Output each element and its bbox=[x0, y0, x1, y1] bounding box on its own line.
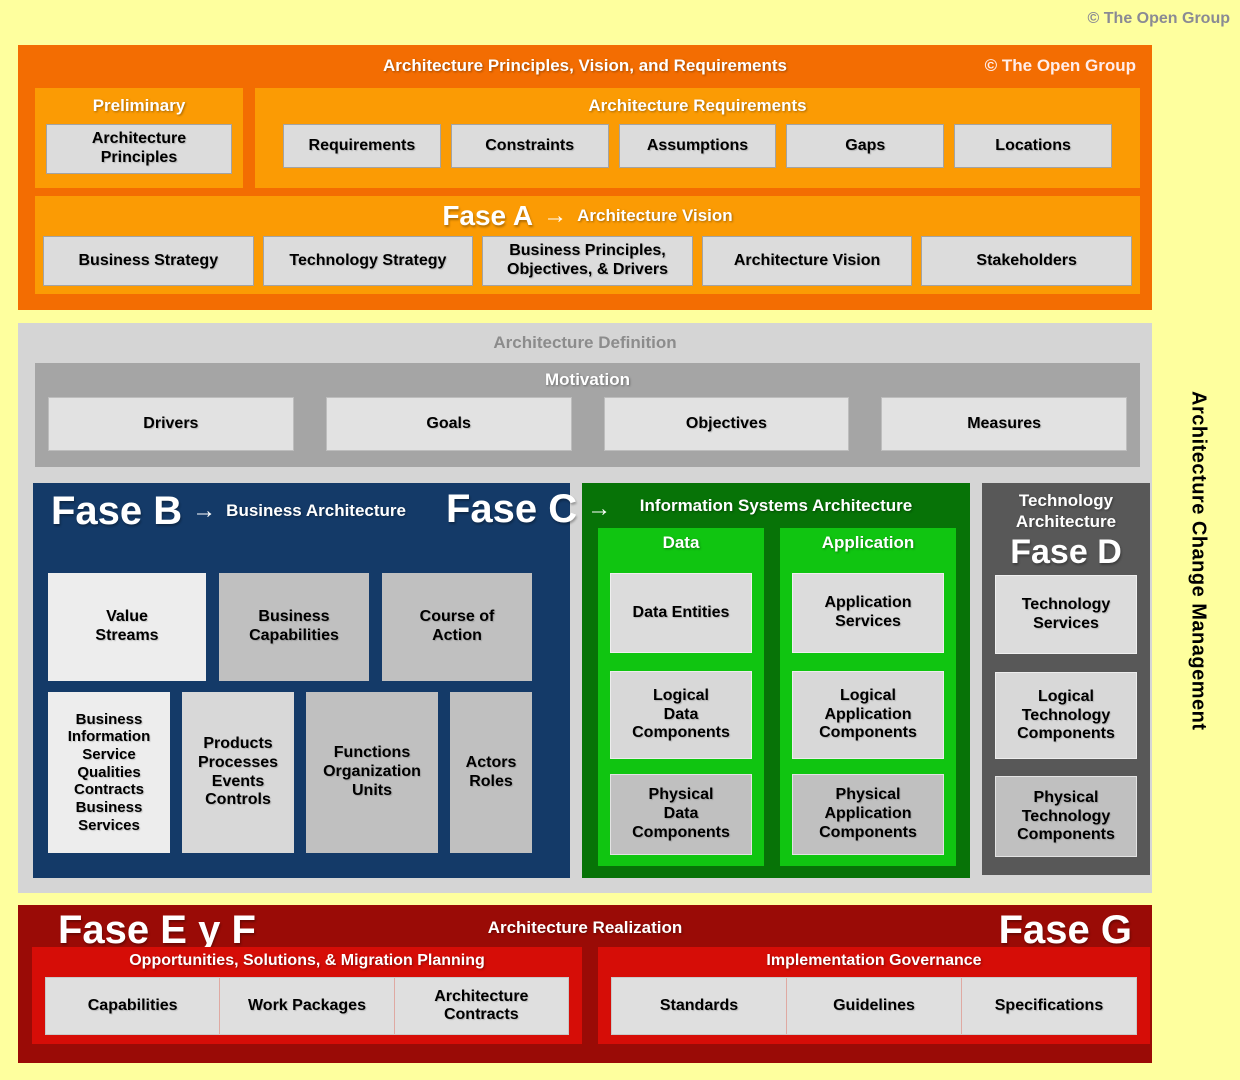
architecture-requirements-title: Architecture Requirements bbox=[588, 96, 807, 115]
application-column: Application Application Services Logical… bbox=[780, 528, 956, 866]
capabilities-cell: Capabilities bbox=[87, 996, 178, 1014]
products-processes-box: Products Processes Events Controls bbox=[182, 692, 294, 853]
physical-application-components-box: Physical Application Components bbox=[792, 774, 944, 855]
gaps-box: Gaps bbox=[786, 124, 945, 168]
course-of-action-box: Course of Action bbox=[382, 573, 532, 681]
fase-b-arrow-icon: → bbox=[192, 497, 217, 524]
fase-a-label: Fase A bbox=[442, 200, 534, 231]
business-principles-box: Business Principles, Objectives, & Drive… bbox=[482, 236, 693, 286]
fase-ef-label: Fase E y F bbox=[58, 908, 256, 952]
fase-d-label: Fase D bbox=[1010, 533, 1122, 572]
architecture-panels: Fase B → Business Architecture Value Str… bbox=[18, 483, 1152, 878]
actors-roles-box: Actors Roles bbox=[450, 692, 532, 853]
application-services-box: Application Services bbox=[792, 573, 944, 653]
information-systems-title: Information Systems Architecture bbox=[639, 496, 913, 515]
business-row-1: Value Streams Business Capabilities Cour… bbox=[48, 573, 532, 681]
information-systems-panel: Information Systems Architecture Data Da… bbox=[582, 483, 970, 878]
architecture-realization-title: Architecture Realization bbox=[487, 918, 683, 937]
business-architecture-title: Business Architecture bbox=[226, 501, 406, 520]
governance-bar: Standards Guidelines Specifications bbox=[611, 977, 1137, 1035]
drivers-box: Drivers bbox=[48, 397, 294, 451]
stakeholders-box: Stakeholders bbox=[921, 236, 1132, 286]
logical-data-components-box: Logical Data Components bbox=[610, 671, 752, 759]
architecture-vision-item-box: Architecture Vision bbox=[701, 236, 913, 286]
section-header: Architecture Principles, Vision, and Req… bbox=[18, 45, 1152, 87]
business-information-box: Business Information Service Qualities C… bbox=[48, 692, 170, 853]
business-strategy-box: Business Strategy bbox=[43, 236, 254, 286]
physical-technology-components-box: Physical Technology Components bbox=[995, 776, 1137, 858]
assumptions-box: Assumptions bbox=[618, 124, 777, 168]
data-entities-box: Data Entities bbox=[610, 573, 752, 653]
requirements-box: Requirements bbox=[283, 124, 441, 168]
architecture-requirements-box: Architecture Requirements Requirements C… bbox=[255, 88, 1140, 188]
technology-services-box: Technology Services bbox=[995, 575, 1137, 655]
constraints-box: Constraints bbox=[450, 124, 609, 168]
technology-architecture-panel: Technology Architecture Fase D Technolog… bbox=[982, 483, 1150, 875]
motivation-row: Drivers Goals Objectives Measures bbox=[35, 397, 1140, 451]
opportunities-box: Opportunities, Solutions, & Migration Pl… bbox=[32, 947, 582, 1044]
vision-header: Fase A → Architecture Vision bbox=[35, 196, 1140, 236]
data-column: Data Data Entities Logical Data Componen… bbox=[598, 528, 764, 866]
page-copyright: © The Open Group bbox=[1087, 10, 1230, 27]
work-packages-cell: Work Packages bbox=[219, 978, 393, 1034]
architecture-definition-title: Architecture Definition bbox=[493, 333, 677, 352]
physical-data-components-box: Physical Data Components bbox=[610, 774, 752, 855]
fase-a-arrow-icon: → bbox=[543, 202, 568, 229]
value-streams-box: Value Streams bbox=[48, 573, 206, 681]
architecture-change-management-label: Architecture Change Management bbox=[1187, 390, 1210, 731]
fase-c-label: Fase C bbox=[446, 487, 578, 531]
locations-box: Locations bbox=[954, 124, 1112, 168]
opportunities-bar: Capabilities Work Packages Architecture … bbox=[45, 977, 569, 1035]
preliminary-title: Preliminary bbox=[92, 96, 186, 115]
motivation-box: Motivation Drivers Goals Objectives Meas… bbox=[35, 363, 1140, 467]
logical-technology-components-box: Logical Technology Components bbox=[995, 672, 1137, 760]
data-title: Data bbox=[662, 533, 700, 552]
measures-box: Measures bbox=[881, 397, 1127, 451]
principles-vision-requirements-section: Architecture Principles, Vision, and Req… bbox=[18, 45, 1152, 310]
opportunities-title: Opportunities, Solutions, & Migration Pl… bbox=[129, 951, 485, 969]
preliminary-box: Preliminary Architecture Principles bbox=[35, 88, 243, 188]
objectives-box: Objectives bbox=[603, 397, 850, 451]
architecture-vision-box: Fase A → Architecture Vision Business St… bbox=[35, 196, 1140, 294]
implementation-governance-box: Implementation Governance Standards Guid… bbox=[598, 947, 1150, 1044]
architecture-contracts-cell: Architecture Contracts bbox=[393, 978, 568, 1034]
fase-g-label: Fase G bbox=[998, 908, 1132, 952]
logical-application-components-box: Logical Application Components bbox=[792, 671, 944, 759]
guidelines-cell: Guidelines bbox=[786, 978, 961, 1034]
business-architecture-header: Fase B → Business Architecture bbox=[33, 483, 570, 533]
functions-organization-box: Functions Organization Units bbox=[306, 692, 438, 853]
technology-strategy-box: Technology Strategy bbox=[262, 236, 474, 286]
architecture-vision-title: Architecture Vision bbox=[577, 206, 733, 225]
business-architecture-panel: Fase B → Business Architecture Value Str… bbox=[33, 483, 570, 878]
fase-c-arrow-icon: → bbox=[587, 495, 612, 522]
fase-c-label-group: Fase C → bbox=[446, 489, 621, 529]
application-title: Application bbox=[821, 533, 915, 552]
business-row-2: Business Information Service Qualities C… bbox=[48, 692, 532, 853]
architecture-definition-section: Architecture Definition Motivation Drive… bbox=[18, 323, 1152, 893]
goals-box: Goals bbox=[325, 397, 572, 451]
business-capabilities-box: Business Capabilities bbox=[219, 573, 369, 681]
architecture-realization-section: Fase E y F Architecture Realization Fase… bbox=[18, 905, 1152, 1063]
vision-row: Business Strategy Technology Strategy Bu… bbox=[35, 236, 1140, 286]
section-title: Architecture Principles, Vision, and Req… bbox=[382, 56, 788, 75]
implementation-governance-title: Implementation Governance bbox=[766, 951, 982, 969]
fase-b-label: Fase B bbox=[51, 489, 183, 533]
technology-architecture-title: Technology Architecture bbox=[1015, 491, 1117, 531]
requirements-row: Requirements Constraints Assumptions Gap… bbox=[255, 124, 1140, 168]
open-group-copyright: © The Open Group bbox=[984, 56, 1136, 75]
specifications-cell: Specifications bbox=[961, 978, 1136, 1034]
architecture-principles-box: Architecture Principles bbox=[46, 124, 232, 174]
motivation-title: Motivation bbox=[545, 370, 630, 389]
standards-cell: Standards bbox=[659, 996, 739, 1014]
